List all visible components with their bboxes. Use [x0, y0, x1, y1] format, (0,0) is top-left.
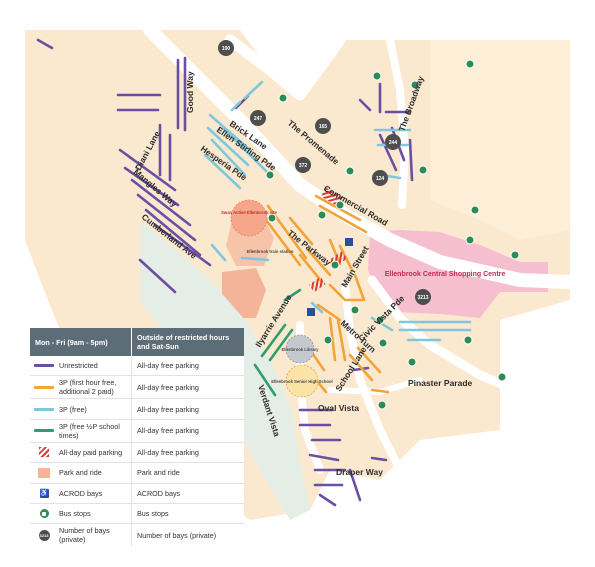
- svg-text:Oval Vista: Oval Vista: [318, 403, 359, 413]
- bus-stop-markers: [265, 59, 520, 410]
- legend-row-3p-free: 3P (free) All-day free parking: [30, 399, 244, 420]
- orange-line-icon: [34, 385, 54, 389]
- land-area-east: [430, 40, 570, 240]
- swan-active-marker: [230, 199, 268, 237]
- acrod-bay-marker: [307, 238, 353, 316]
- svg-text:190: 190: [222, 46, 231, 52]
- green-line-icon: [34, 429, 54, 433]
- park-and-ride-icon: [38, 467, 50, 478]
- acrod-icon: ♿: [39, 488, 49, 498]
- library-label: Ellenbrook Library: [282, 347, 320, 352]
- legend-row-all-day-paid: All-day paid parking All-day free parkin…: [30, 442, 244, 464]
- legend-row-3p-school: 3P (free ½P school times) All-day free p…: [30, 419, 244, 443]
- svg-text:Pinaster Parade: Pinaster Parade: [408, 378, 473, 388]
- svg-text:124: 124: [376, 176, 385, 182]
- parking-3p-free: [203, 80, 472, 342]
- park-and-ride-area: [222, 268, 266, 318]
- bay-count-icon: 3213: [38, 529, 50, 541]
- svg-text:Draper Way: Draper Way: [336, 467, 383, 477]
- svg-text:Good Way: Good Way: [185, 71, 195, 113]
- road-network: [143, 23, 577, 474]
- library-marker: [285, 334, 315, 364]
- parking-3p-school: [253, 288, 302, 397]
- light-blue-line-icon: [34, 407, 54, 411]
- legend-row-park-and-ride: Park and ride Park and ride: [30, 463, 244, 484]
- high-school-label: Ellenbrook Senior High School: [271, 379, 332, 384]
- train-station-label: Ellenbrook train station: [247, 249, 294, 254]
- legend-row-bus-stops: Bus stops Bus stops: [30, 503, 244, 525]
- svg-text:372: 372: [299, 163, 308, 169]
- svg-text:244: 244: [389, 140, 398, 146]
- shopping-centre-label: Ellenbrook Central Shopping Centre: [385, 271, 506, 278]
- svg-text:247: 247: [254, 116, 263, 122]
- high-school-marker: [285, 364, 319, 398]
- swan-active-label: Swan Active Ellenbrook site: [221, 210, 277, 215]
- legend-header-weekday: Mon - Fri (9am - 5pm): [30, 328, 132, 356]
- legend-header-weekend: Outside of restricted hours and Sat-Sun: [137, 333, 230, 351]
- legend-row-unrestricted: Unrestricted All-day free parking: [30, 356, 244, 377]
- bus-stop-icon: [39, 509, 49, 519]
- purple-line-icon: [34, 364, 54, 368]
- map-legend: Mon - Fri (9am - 5pm) Outside of restric…: [30, 328, 244, 547]
- legend-header: Mon - Fri (9am - 5pm) Outside of restric…: [30, 328, 244, 356]
- bay-count-badges: 190 247 165 372 244 124 3213: [218, 40, 431, 305]
- legend-row-acrod: ♿ACROD bays ACROD bays: [30, 483, 244, 504]
- svg-text:3213: 3213: [417, 295, 428, 301]
- all-day-paid-area-3: [308, 276, 326, 293]
- parking-unrestricted: [36, 38, 414, 507]
- legend-row-3p-paid: 3P (first hour free, additional 2 paid) …: [30, 376, 244, 400]
- hatch-icon: [39, 447, 49, 458]
- svg-text:165: 165: [319, 124, 328, 130]
